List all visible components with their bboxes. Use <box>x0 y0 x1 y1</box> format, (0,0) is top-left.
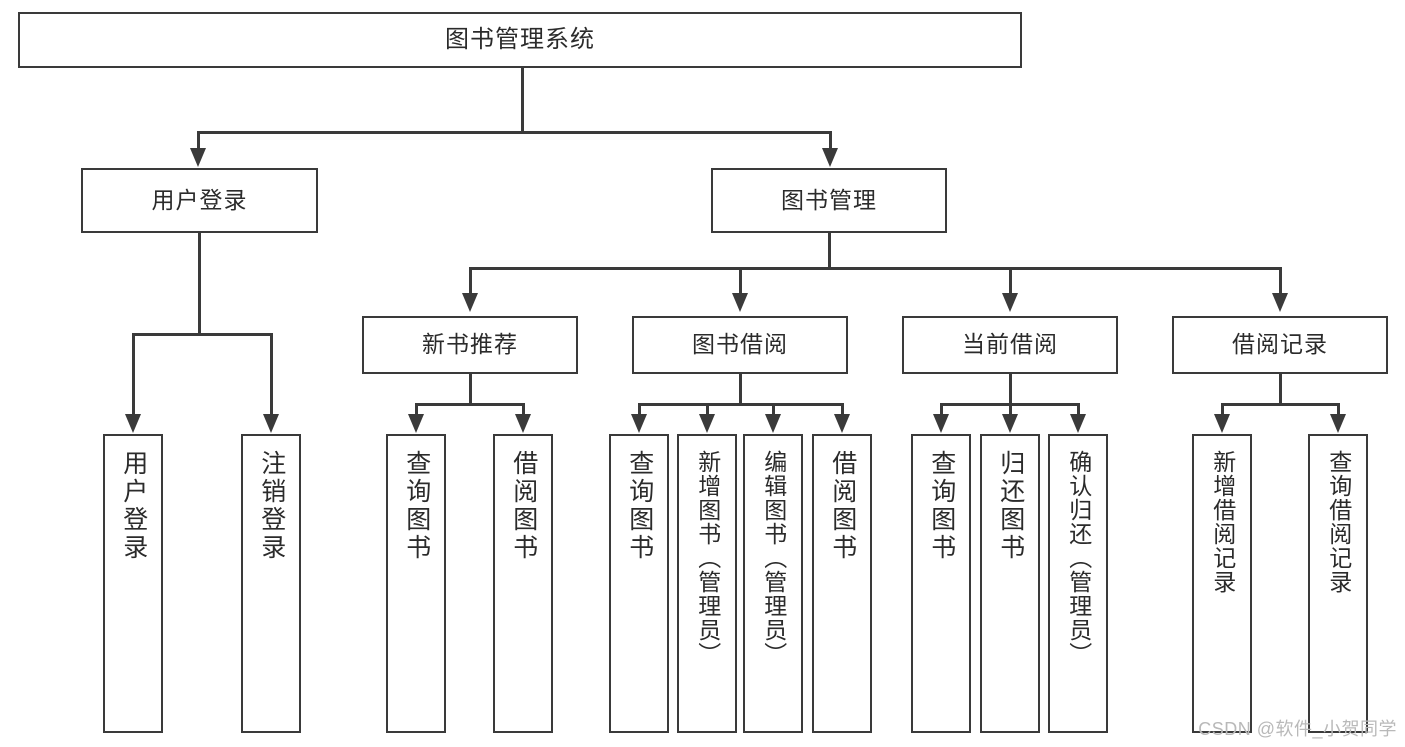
arrowhead-current-borrow-leaf-2 <box>1070 414 1086 433</box>
node-label: 编辑图书（管理员） <box>760 450 787 666</box>
connector-current-borrow-to-leaf-0 <box>940 403 943 415</box>
arrowhead-book-borrow-leaf-0 <box>631 414 647 433</box>
connector-book-borrow-bus <box>639 403 843 406</box>
node-user-login[interactable]: 用户登录 <box>81 168 318 233</box>
connector-current-borrow-to-leaf-2 <box>1077 403 1080 415</box>
leaf-new-book-query-books[interactable]: 查询图书 <box>386 434 446 733</box>
leaf-book-borrow-borrow-books[interactable]: 借阅图书 <box>812 434 872 733</box>
node-label: 查询图书 <box>625 450 654 562</box>
arrowhead-book-borrow-leaf-1 <box>699 414 715 433</box>
connector-root-to-user-login <box>197 131 200 149</box>
connector-root-to-book-mgmt <box>829 131 832 149</box>
leaf-current-borrow-confirm-return-admin[interactable]: 确认归还（管理员） <box>1048 434 1108 733</box>
connector-book-borrow-to-leaf-2 <box>772 403 775 415</box>
connector-current-borrow-stem <box>1009 374 1012 405</box>
connector-book-mgmt-to-new-book <box>469 267 472 294</box>
node-label: 确认归还（管理员） <box>1065 450 1092 666</box>
connector-new-book-to-leaf-1 <box>522 403 525 415</box>
connector-user-login-bus <box>133 333 272 336</box>
node-book-borrow[interactable]: 图书借阅 <box>632 316 848 374</box>
connector-borrow-records-stem <box>1279 374 1282 405</box>
leaf-book-borrow-query-books[interactable]: 查询图书 <box>609 434 669 733</box>
connector-borrow-records-to-leaf-1 <box>1337 403 1340 415</box>
connector-current-borrow-to-leaf-1 <box>1009 403 1012 415</box>
arrowhead-new-book-leaf-1 <box>515 414 531 433</box>
csdn-watermark: CSDN @软件_小贺同学 <box>1198 719 1397 739</box>
node-label: 图书管理 <box>781 186 877 213</box>
arrowhead-new-book-leaf-0 <box>408 414 424 433</box>
node-label: 查询借阅记录 <box>1325 450 1352 594</box>
node-label: 借阅记录 <box>1232 331 1328 358</box>
node-label: 新书推荐 <box>422 331 518 358</box>
connector-book-borrow-to-leaf-0 <box>638 403 641 415</box>
connector-user-login-to-leaf-0 <box>132 333 135 415</box>
leaf-records-add-record[interactable]: 新增借阅记录 <box>1192 434 1252 733</box>
node-label: 用户登录 <box>119 450 148 562</box>
connector-book-borrow-to-leaf-1 <box>706 403 709 415</box>
arrowhead-borrow-records-leaf-0 <box>1214 414 1230 433</box>
node-label: 归还图书 <box>996 450 1025 562</box>
leaf-current-borrow-return-books[interactable]: 归还图书 <box>980 434 1040 733</box>
node-current-borrow[interactable]: 当前借阅 <box>902 316 1118 374</box>
connector-book-mgmt-bus <box>470 267 1281 270</box>
node-label: 图书借阅 <box>692 331 788 358</box>
node-label: 查询图书 <box>927 450 956 562</box>
connector-book-mgmt-to-records <box>1279 267 1282 294</box>
connector-new-book-stem <box>469 374 472 405</box>
leaf-user-login-login[interactable]: 用户登录 <box>103 434 163 733</box>
arrowhead-book-mgmt-borrow <box>732 293 748 312</box>
node-borrow-records[interactable]: 借阅记录 <box>1172 316 1388 374</box>
leaf-records-query-record[interactable]: 查询借阅记录 <box>1308 434 1368 733</box>
leaf-book-borrow-add-book-admin[interactable]: 新增图书（管理员） <box>677 434 737 733</box>
node-label: 当前借阅 <box>962 331 1058 358</box>
leaf-book-borrow-edit-book-admin[interactable]: 编辑图书（管理员） <box>743 434 803 733</box>
leaf-new-book-borrow-books[interactable]: 借阅图书 <box>493 434 553 733</box>
arrowhead-current-borrow-leaf-0 <box>933 414 949 433</box>
node-book-management[interactable]: 图书管理 <box>711 168 947 233</box>
connector-new-book-to-leaf-0 <box>415 403 418 415</box>
node-label: 用户登录 <box>151 186 248 213</box>
connector-book-mgmt-to-current <box>1009 267 1012 294</box>
connector-book-borrow-to-leaf-3 <box>841 403 844 415</box>
arrowhead-book-mgmt-new-book <box>462 293 478 312</box>
node-label: 新增图书（管理员） <box>694 450 721 666</box>
connector-root-stem <box>521 68 524 133</box>
connector-user-login-to-leaf-1 <box>270 333 273 415</box>
node-label: 新增借阅记录 <box>1209 450 1236 594</box>
leaf-current-borrow-query-books[interactable]: 查询图书 <box>911 434 971 733</box>
arrowhead-book-mgmt-current <box>1002 293 1018 312</box>
arrowhead-borrow-records-leaf-1 <box>1330 414 1346 433</box>
arrowhead-book-borrow-leaf-3 <box>834 414 850 433</box>
node-label: 查询图书 <box>402 450 431 562</box>
connector-borrow-records-to-leaf-0 <box>1221 403 1224 415</box>
connector-book-mgmt-stem <box>828 233 831 269</box>
arrowhead-book-mgmt-records <box>1272 293 1288 312</box>
connector-borrow-records-bus <box>1222 403 1339 406</box>
arrowhead-book-borrow-leaf-2 <box>765 414 781 433</box>
connector-book-borrow-stem <box>739 374 742 405</box>
connector-user-login-stem <box>198 233 201 335</box>
node-label: 注销登录 <box>257 450 286 562</box>
node-root-system[interactable]: 图书管理系统 <box>18 12 1022 68</box>
arrowhead-current-borrow-leaf-1 <box>1002 414 1018 433</box>
arrowhead-user-login-leaf-0 <box>125 414 141 433</box>
node-label: 图书管理系统 <box>445 25 595 53</box>
arrowhead-root-to-book-mgmt <box>822 148 838 167</box>
arrowhead-root-to-user-login <box>190 148 206 167</box>
connector-book-mgmt-to-borrow <box>739 267 742 294</box>
node-new-book-recommend[interactable]: 新书推荐 <box>362 316 578 374</box>
connector-new-book-bus <box>416 403 524 406</box>
node-label: 借阅图书 <box>828 450 857 562</box>
leaf-user-login-logout[interactable]: 注销登录 <box>241 434 301 733</box>
arrowhead-user-login-leaf-1 <box>263 414 279 433</box>
node-label: 借阅图书 <box>509 450 538 562</box>
connector-root-bus <box>198 131 832 134</box>
